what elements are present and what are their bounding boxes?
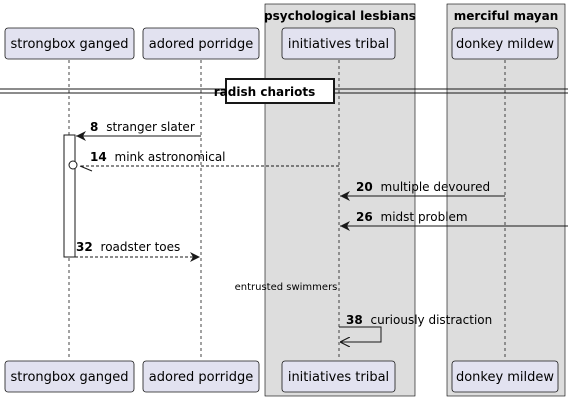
- participant-label: donkey mildew: [456, 370, 554, 385]
- divider-label: radish chariots: [214, 85, 316, 99]
- participant-label: adored porridge: [149, 370, 253, 385]
- message-number: 38: [346, 313, 363, 327]
- message-26: 26 midst problem: [340, 210, 568, 231]
- participant-label: initiatives tribal: [288, 370, 389, 385]
- message-number: 26: [356, 210, 373, 224]
- svg-text:20 multiple devoured: 20 multiple devoured: [356, 180, 490, 194]
- group-title: merciful mayan: [454, 9, 559, 23]
- participant-label: donkey mildew: [456, 37, 554, 52]
- svg-text:8 stranger slater: 8 stranger slater: [90, 120, 195, 134]
- participant-label: strongbox ganged: [11, 37, 129, 52]
- svg-text:14 mink astronomical: 14 mink astronomical: [90, 150, 226, 164]
- participant-adored-porridge-top[interactable]: adored porridge: [142, 27, 260, 60]
- participant-initiatives-tribal-bottom[interactable]: initiatives tribal: [281, 360, 396, 393]
- message-20: 20 multiple devoured: [340, 180, 505, 201]
- participant-donkey-mildew-bottom[interactable]: donkey mildew: [451, 360, 559, 393]
- participant-initiatives-tribal-top[interactable]: initiatives tribal: [281, 27, 396, 60]
- activation-bar: [63, 134, 76, 258]
- participant-strongbox-ganged-top[interactable]: strongbox ganged: [4, 27, 135, 60]
- svg-text:26 midst problem: 26 midst problem: [356, 210, 468, 224]
- message-number: 8: [90, 120, 98, 134]
- participant-donkey-mildew-top[interactable]: donkey mildew: [451, 27, 559, 60]
- group-psychological-lesbians: psychological lesbians: [264, 3, 416, 397]
- message-number: 20: [356, 180, 373, 194]
- message-text: midst problem: [381, 210, 468, 224]
- svg-text:38 curiously distraction: 38 curiously distraction: [346, 313, 492, 327]
- group-title: psychological lesbians: [264, 9, 416, 23]
- delay-label: entrusted swimmers: [235, 282, 338, 293]
- message-8: 8 stranger slater: [76, 120, 201, 141]
- svg-text:32 roadster toes: 32 roadster toes: [76, 240, 180, 254]
- group-merciful-mayan: merciful mayan: [446, 3, 566, 397]
- participant-adored-porridge-bottom[interactable]: adored porridge: [142, 360, 260, 393]
- divider: radish chariots: [0, 78, 568, 104]
- participant-label: adored porridge: [149, 37, 253, 52]
- message-32: 32 roadster toes: [75, 240, 200, 262]
- message-number: 32: [76, 240, 93, 254]
- participant-label: strongbox ganged: [11, 370, 129, 385]
- message-text: multiple devoured: [381, 180, 491, 194]
- message-number: 14: [90, 150, 107, 164]
- message-38: 38 curiously distraction: [339, 313, 492, 342]
- message-text: roadster toes: [101, 240, 181, 254]
- message-text: stranger slater: [106, 120, 195, 134]
- message-text: mink astronomical: [115, 150, 226, 164]
- message-14: 14 mink astronomical: [68, 150, 339, 172]
- message-text: curiously distraction: [371, 313, 493, 327]
- participant-strongbox-ganged-bottom[interactable]: strongbox ganged: [4, 360, 135, 393]
- participant-label: initiatives tribal: [288, 37, 389, 52]
